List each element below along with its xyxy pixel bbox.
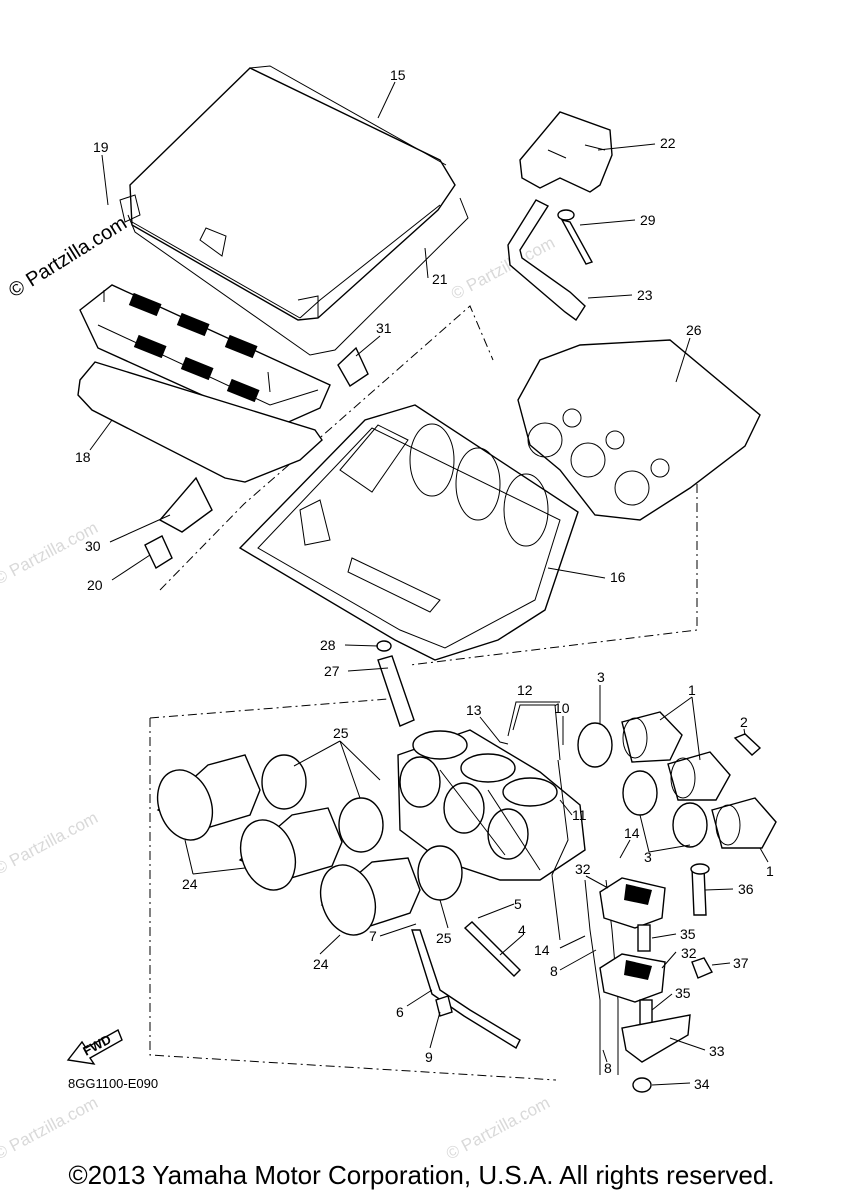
- callout-37: 37: [733, 955, 749, 971]
- callout-12: 12: [517, 682, 533, 698]
- copyright-notice: ©2013 Yamaha Motor Corporation, U.S.A. A…: [68, 1160, 775, 1190]
- callout-16: 16: [610, 569, 626, 585]
- callout-8-bottom: 8: [604, 1060, 612, 1076]
- air-induction-valves: [599, 877, 666, 1003]
- fwd-arrow-icon: FWD: [66, 1028, 123, 1065]
- callout-27: 27: [324, 663, 340, 679]
- callout-14-top: 14: [624, 825, 640, 841]
- watermark-faint: © Partzilla.com: [0, 808, 101, 879]
- callout-33: 33: [709, 1043, 725, 1059]
- callout-35-top: 35: [680, 926, 696, 942]
- breather-assembly: [507, 111, 613, 322]
- filter-sheet: [77, 361, 323, 483]
- callout-23: 23: [637, 287, 653, 303]
- intake-joints: [621, 711, 777, 849]
- intake-funnels: [156, 754, 421, 936]
- joint-clamps: [577, 722, 708, 848]
- callout-32-bottom: 32: [681, 945, 697, 961]
- callout-35-bottom: 35: [675, 985, 691, 1001]
- callout-1-bottom: 1: [766, 863, 774, 879]
- callout-36: 36: [738, 881, 754, 897]
- callout-13: 13: [466, 702, 482, 718]
- callout-5: 5: [514, 896, 522, 912]
- air-box-body: [238, 404, 579, 661]
- callout-24-bottom: 24: [313, 956, 329, 972]
- air-filter-element: [79, 284, 331, 429]
- watermark-faint: © Partzilla.com: [443, 1093, 553, 1164]
- callout-14-bottom: 14: [534, 942, 550, 958]
- callout-22: 22: [660, 135, 676, 151]
- callout-25-bottom: 25: [436, 930, 452, 946]
- callout-2: 2: [740, 714, 748, 730]
- callout-11: 11: [572, 807, 587, 823]
- callout-20: 20: [87, 577, 103, 593]
- callout-3-top: 3: [597, 669, 605, 685]
- cover-seal: [127, 197, 469, 356]
- diagram-code: 8GG1100-E090: [68, 1076, 158, 1091]
- callout-15: 15: [390, 67, 406, 83]
- callout-8-top: 8: [550, 963, 558, 979]
- callout-3-bottom: 3: [644, 849, 652, 865]
- callout-18: 18: [75, 449, 91, 465]
- callout-32-top: 32: [575, 861, 591, 877]
- pad-31: [337, 346, 369, 387]
- callout-7: 7: [369, 928, 377, 944]
- drain-hose: [377, 655, 415, 727]
- callout-19: 19: [93, 139, 109, 155]
- callout-21: 21: [432, 271, 448, 287]
- bracket-damper: [632, 1077, 652, 1093]
- callout-4: 4: [518, 922, 526, 938]
- callout-6: 6: [396, 1004, 404, 1020]
- airbox-gasket-plate: [517, 339, 761, 521]
- watermark-faint: © Partzilla.com: [448, 233, 558, 304]
- callout-30: 30: [85, 538, 101, 554]
- joint-bolt: [733, 733, 762, 756]
- leader-lines: [89, 81, 769, 1086]
- callout-10: 10: [554, 700, 570, 716]
- hose-clip: [435, 995, 453, 1017]
- callout-34: 34: [694, 1076, 710, 1092]
- callout-29: 29: [640, 212, 656, 228]
- callout-28: 28: [320, 637, 336, 653]
- callout-9: 9: [425, 1049, 433, 1065]
- valve-bracket: [621, 1014, 691, 1063]
- fasteners: [637, 863, 713, 1027]
- callout-31: 31: [376, 320, 392, 336]
- pad-20: [144, 535, 173, 570]
- assembly-boundary: [149, 305, 698, 1081]
- air-box-cover: [119, 65, 456, 321]
- callout-1-top: 1: [688, 682, 696, 698]
- drain-clamp: [376, 640, 392, 652]
- throttle-bodies: [397, 729, 586, 881]
- callout-25-top: 25: [333, 725, 349, 741]
- pad-30: [158, 476, 213, 533]
- callout-labels: 15 19 22 29 23 21 31 26 18 30 20 16 28 2…: [75, 67, 774, 1092]
- callout-26: 26: [686, 322, 702, 338]
- watermark-faint: © Partzilla.com: [0, 1093, 101, 1164]
- callout-24-top: 24: [182, 876, 198, 892]
